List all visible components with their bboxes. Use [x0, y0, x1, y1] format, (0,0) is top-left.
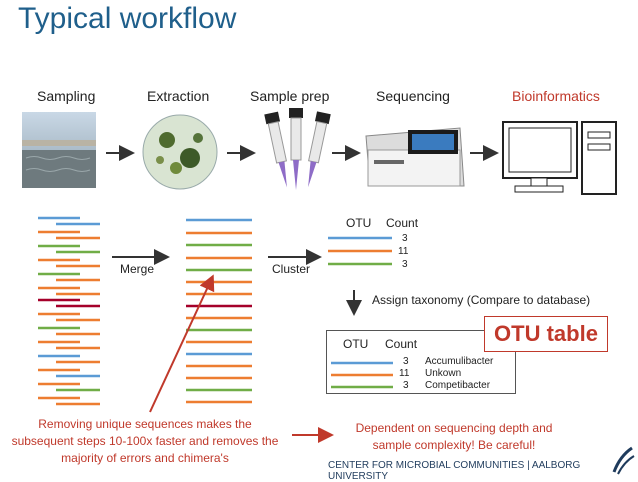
raw-reads — [38, 216, 100, 406]
table-count: 11 — [399, 368, 410, 379]
computer-image — [502, 121, 617, 195]
taxon-label: Unkown — [425, 368, 462, 379]
red-highlight-arrow — [149, 274, 215, 413]
step-extraction: Extraction — [147, 88, 210, 104]
otu-table-header-otu: OTU — [343, 337, 369, 351]
count-value: 3 — [402, 259, 408, 270]
otu-lines — [328, 236, 392, 266]
cluster-label: Cluster — [272, 262, 311, 276]
sequencer-image — [365, 127, 465, 187]
note-right: Dependent on sequencing depth and sample… — [355, 421, 553, 452]
step-sampling: Sampling — [37, 88, 96, 104]
otu-header-count: Count — [386, 216, 419, 230]
otu-table-header-count: Count — [385, 337, 418, 351]
assign-taxonomy-label: Assign taxonomy (Compare to database) — [372, 293, 591, 307]
table-count: 3 — [403, 380, 409, 391]
taxon-label: Accumulibacter — [425, 356, 494, 367]
taxon-label: Competibacter — [425, 380, 491, 391]
university-logo — [612, 446, 635, 475]
otu-header-otu: OTU — [346, 216, 372, 230]
merged-reads — [186, 218, 252, 404]
footer-text: CENTER FOR MICROBIAL COMMUNITIES | AALBO… — [328, 460, 581, 482]
extraction-image — [142, 114, 218, 190]
note-left: Removing unique sequences makes the subs… — [11, 417, 279, 465]
page-title: Typical workflow — [18, 2, 237, 35]
table-count: 3 — [403, 356, 409, 367]
count-value: 11 — [398, 246, 409, 257]
step-bioinformatics: Bioinformatics — [512, 88, 600, 104]
otu-table-badge: OTU table — [484, 316, 608, 352]
count-value: 3 — [402, 233, 408, 244]
pipettes-image — [264, 108, 331, 190]
step-sequencing: Sequencing — [376, 88, 450, 104]
merge-label: Merge — [120, 262, 155, 276]
sampling-image — [22, 112, 96, 188]
step-sample-prep: Sample prep — [250, 88, 330, 104]
